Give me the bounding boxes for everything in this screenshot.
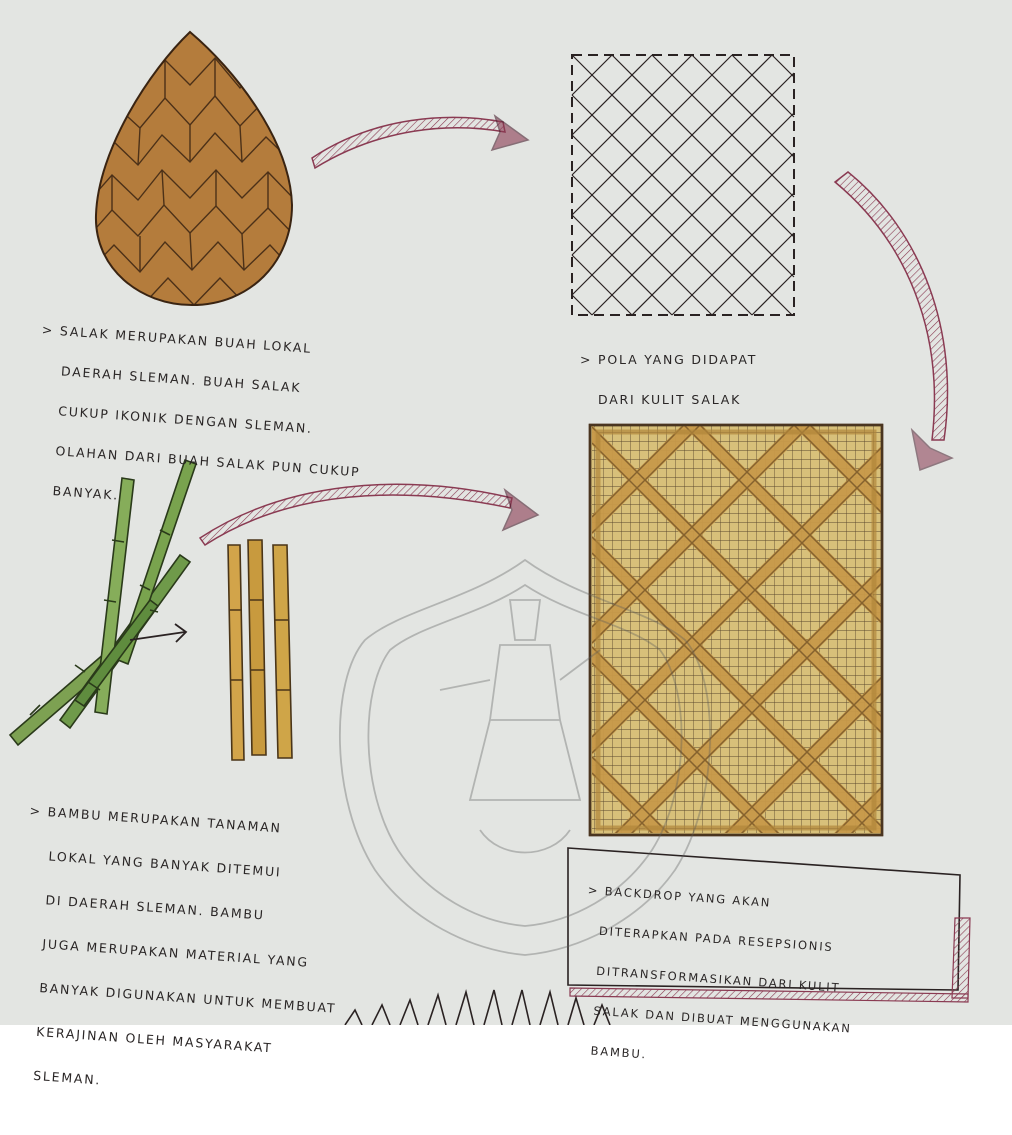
backdrop-panel bbox=[590, 425, 882, 835]
salak-note-line-4: OLAHAN DARI BUAH SALAK PUN CUKUP bbox=[33, 440, 413, 486]
bamboo-note: > BAMBU MERUPAKAN TANAMAN LOKAL YANG BAN… bbox=[9, 778, 431, 1135]
salak-note-line-3: CUKUP IKONIK DENGAN SLEMAN. bbox=[36, 400, 416, 446]
salak-note: > SALAK MERUPAKAN BUAH LOKAL DAERAH SLEM… bbox=[29, 300, 423, 546]
backdrop-note-line-4: SALAK DAN DIBUAT MENGGUNAKAN bbox=[579, 1000, 930, 1044]
pattern-note-line-2: DARI KULIT SALAK bbox=[580, 390, 820, 410]
salak-pattern-sketch bbox=[572, 55, 794, 315]
backdrop-note-line-3: DITRANSFORMASIKAN DARI KULIT bbox=[582, 960, 933, 1004]
bamboo-note-line-1: > BAMBU MERUPAKAN TANAMAN bbox=[29, 800, 430, 850]
bamboo-note-line-6: KERAJINAN OLEH MASYARAKAT bbox=[14, 1019, 415, 1069]
bamboo-note-line-7: SLEMAN. bbox=[11, 1063, 412, 1113]
bamboo-note-line-5: BANYAK DIGUNAKAN UNTUK MEMBUAT bbox=[17, 976, 418, 1026]
backdrop-note: > BACKDROP YANG AKAN DITERAPKAN PADA RES… bbox=[575, 860, 939, 1104]
bamboo-poles bbox=[228, 540, 292, 760]
pattern-note: > POLA YANG DIDAPAT DARI KULIT SALAK bbox=[580, 330, 820, 430]
bamboo-note-line-2: LOKAL YANG BANYAK DITEMUI bbox=[26, 844, 427, 894]
backdrop-note-line-2: DITERAPKAN PADA RESEPSIONIS bbox=[584, 920, 935, 964]
sketch-sheet: > SALAK MERUPAKAN BUAH LOKAL DAERAH SLEM… bbox=[0, 0, 1012, 1025]
bamboo-note-line-3: DI DAERAH SLEMAN. BAMBU bbox=[23, 888, 424, 938]
salak-note-line-5: BANYAK. bbox=[30, 480, 410, 526]
bamboo-note-line-4: JUGA MERUPAKAN MATERIAL YANG bbox=[20, 932, 421, 982]
arrow-salak-to-pattern bbox=[312, 116, 528, 168]
salak-note-line-2: DAERAH SLEMAN. BUAH SALAK bbox=[38, 360, 418, 406]
salak-note-line-1: > SALAK MERUPAKAN BUAH LOKAL bbox=[41, 320, 421, 366]
backdrop-note-line-5: BAMBU. bbox=[576, 1040, 927, 1084]
pattern-note-line-1: > POLA YANG DIDAPAT bbox=[580, 350, 820, 370]
salak-fruit bbox=[90, 32, 295, 306]
backdrop-note-line-1: > BACKDROP YANG AKAN bbox=[587, 880, 938, 924]
